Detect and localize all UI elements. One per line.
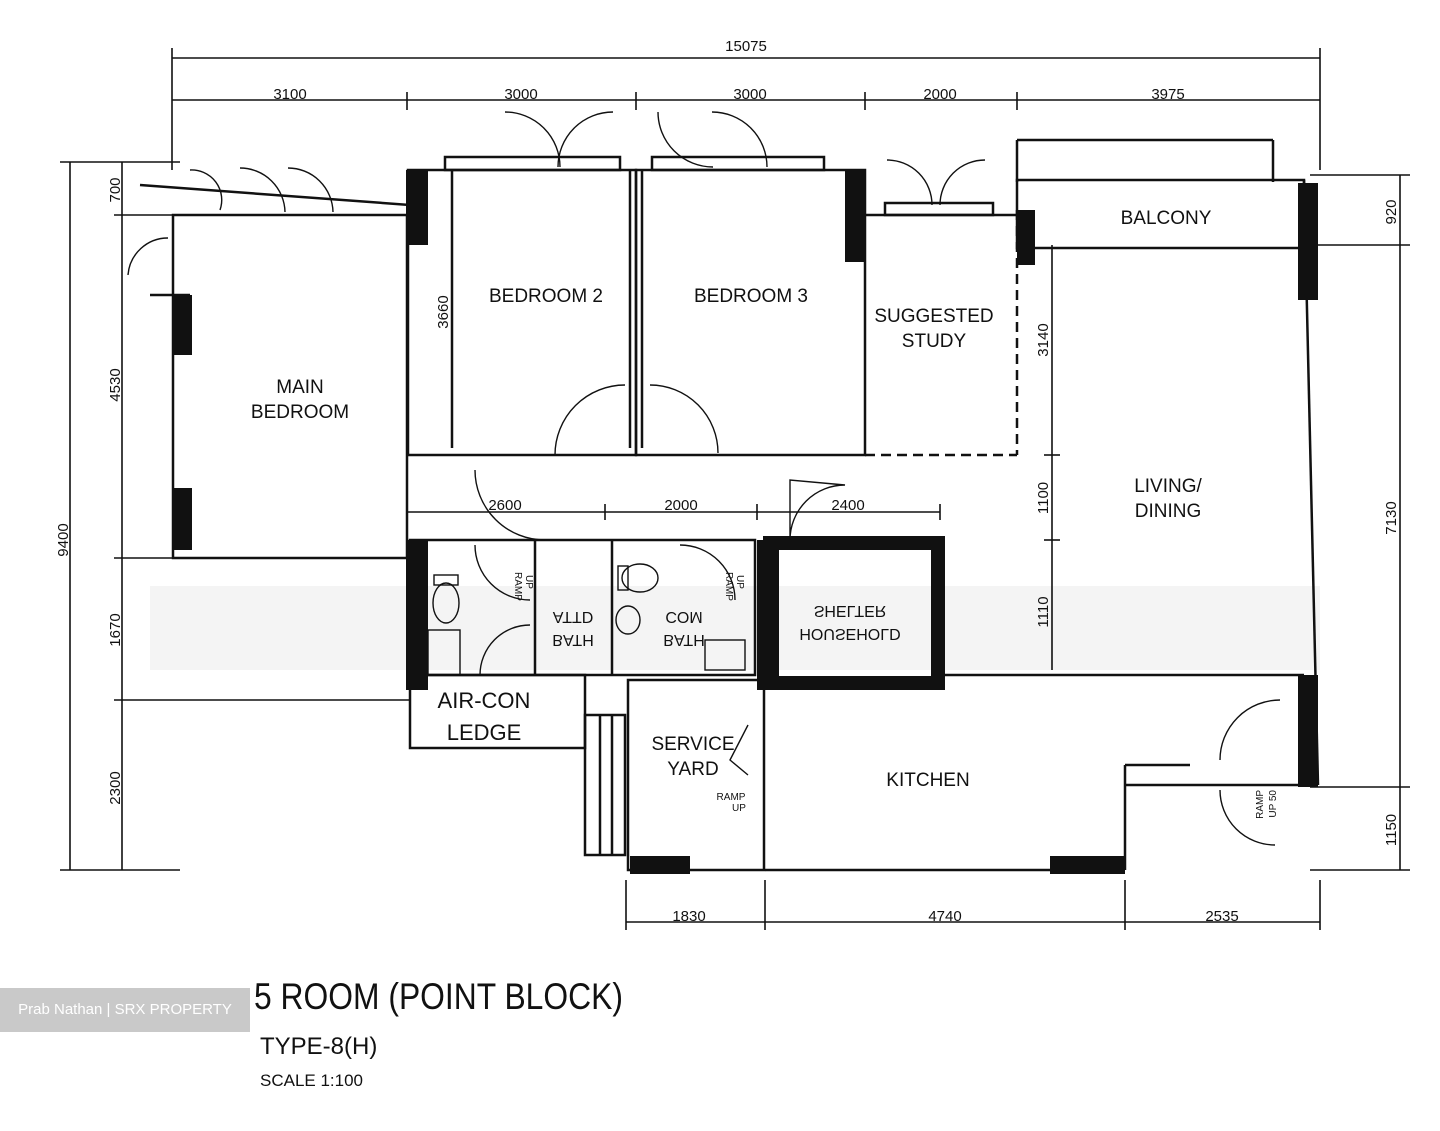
dim-top-1: 3100 <box>273 86 306 103</box>
ramp-entry-1: RAMP <box>1255 790 1266 819</box>
label-kitchen: KITCHEN <box>886 770 969 791</box>
dim-mid-3: 2400 <box>831 497 864 514</box>
label-bedroom-3: BEDROOM 3 <box>694 286 808 307</box>
ramp-bath1-2: UP <box>523 575 534 589</box>
plan-title: 5 ROOM (POINT BLOCK) <box>254 976 623 1017</box>
label-living-1: LIVING/ <box>1134 476 1202 497</box>
label-household-shelter-1: HOUSEHOLD <box>799 625 900 642</box>
ramp-yard-1: RAMP <box>717 792 746 803</box>
ramp-entry-2: UP 50 <box>1268 790 1279 818</box>
dim-right-2: 7130 <box>1383 501 1400 534</box>
dim-top-4: 2000 <box>923 86 956 103</box>
dim-left-4: 2300 <box>107 771 124 804</box>
dim-inner-4: 1110 <box>1035 596 1052 627</box>
label-service-yard-2: YARD <box>667 759 718 780</box>
label-study-2: STUDY <box>902 331 967 352</box>
label-bath-attd: BATH ATTD <box>552 608 593 648</box>
ramp-yard-2: UP <box>732 803 746 814</box>
columns <box>172 170 1318 874</box>
dimension-lines <box>60 48 1410 930</box>
label-study-1: SUGGESTED <box>874 306 993 327</box>
dim-right-3: 1150 <box>1383 814 1400 846</box>
dim-bottom-2: 4740 <box>928 908 961 925</box>
ramp-bath1-1: RAMP <box>512 572 523 601</box>
door-swings <box>127 111 1281 846</box>
dim-mid-2: 2000 <box>664 497 697 514</box>
label-bath-com-1: BATH <box>663 631 704 648</box>
dim-inner-2: 3140 <box>1035 323 1052 356</box>
label-main-bedroom-1: MAIN <box>276 377 324 398</box>
ramp-bath2-1: RAMP <box>723 572 734 601</box>
plan-scale: SCALE 1:100 <box>260 1071 364 1090</box>
dim-bottom-1: 1830 <box>672 908 705 925</box>
dim-top-2: 3000 <box>504 86 537 103</box>
label-aircon-ledge-2: LEDGE <box>447 720 522 745</box>
dim-left-total: 9400 <box>55 523 72 556</box>
dim-left-2: 4530 <box>107 368 124 401</box>
label-balcony: BALCONY <box>1121 208 1212 229</box>
dim-top-5: 3975 <box>1151 86 1184 103</box>
dim-top-3: 3000 <box>733 86 766 103</box>
label-main-bedroom-2: BEDROOM <box>251 402 349 423</box>
dim-left-1: 700 <box>107 177 124 202</box>
label-bath-com-2: COM <box>665 608 702 625</box>
label-living-2: DINING <box>1135 501 1202 522</box>
dim-bottom-3: 2535 <box>1205 908 1238 925</box>
dim-mid-1: 2600 <box>488 497 521 514</box>
dim-top-total: 15075 <box>725 38 767 55</box>
label-bath-attd-1: BATH <box>552 631 593 648</box>
ramp-bath2-2: UP <box>734 575 745 589</box>
plan-type: TYPE-8(H) <box>260 1033 378 1060</box>
fixtures <box>427 563 746 676</box>
label-bath-com: BATH COM <box>663 608 704 648</box>
dim-inner-3: 1100 <box>1035 482 1052 514</box>
watermark-label: Prab Nathan | SRX PROPERTY <box>0 988 250 1032</box>
label-aircon-ledge-1: AIR-CON <box>438 688 531 713</box>
label-household-shelter: HOUSEHOLD SHELTER <box>799 602 900 642</box>
label-household-shelter-2: SHELTER <box>814 602 887 619</box>
label-service-yard-1: SERVICE <box>651 734 734 755</box>
dim-right-1: 920 <box>1383 199 1400 224</box>
dim-left-3: 1670 <box>107 613 124 646</box>
label-bath-attd-2: ATTD <box>553 608 594 625</box>
dim-inner-1: 3660 <box>435 295 452 328</box>
label-bedroom-2: BEDROOM 2 <box>489 286 603 307</box>
